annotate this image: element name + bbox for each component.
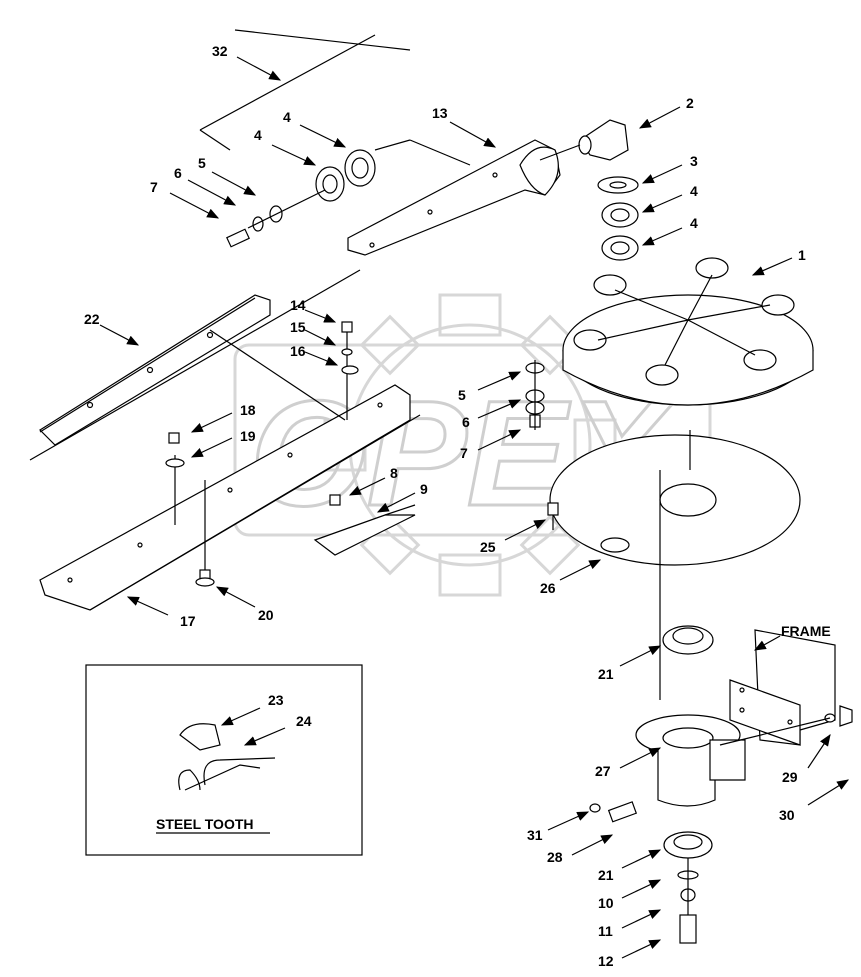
callout-22: 22: [84, 311, 100, 327]
callout-19: 19: [240, 428, 256, 444]
callout-31: 31: [527, 827, 543, 843]
callout-20: 20: [258, 607, 274, 623]
callout-leaders: [99, 56, 850, 959]
callout-7: 7: [460, 445, 468, 461]
callout-25: 25: [480, 539, 496, 555]
callout-labels: 32 13 2 4 4 5 6 7 3 4 4 1 22 14 15 16 5 …: [84, 43, 806, 969]
callout-30: 30: [779, 807, 795, 823]
callout-32: 32: [212, 43, 228, 59]
callout-15: 15: [290, 319, 306, 335]
callout-28: 28: [547, 849, 563, 865]
callout-27: 27: [595, 763, 611, 779]
callout-11: 11: [598, 923, 613, 939]
callout-6: 6: [174, 165, 182, 181]
callout-16: 16: [290, 343, 306, 359]
callout-12: 12: [598, 953, 614, 969]
inset-label: STEEL TOOTH: [156, 816, 254, 832]
frame-label: FRAME: [781, 623, 831, 639]
callout-3: 3: [690, 153, 698, 169]
upper-arm-assembly: [29, 29, 629, 461]
callout-9: 9: [420, 481, 428, 497]
callout-23: 23: [268, 692, 284, 708]
callout-17: 17: [180, 613, 196, 629]
lower-bar-assembly: [39, 321, 421, 611]
callout-13: 13: [432, 105, 448, 121]
callout-4: 4: [690, 183, 698, 199]
callout-4: 4: [690, 215, 698, 231]
callout-21: 21: [598, 867, 614, 883]
callout-14: 14: [290, 297, 306, 313]
callout-4: 4: [283, 109, 291, 125]
callout-24: 24: [296, 713, 312, 729]
callout-8: 8: [390, 465, 398, 481]
callout-4: 4: [254, 127, 262, 143]
callout-7: 7: [150, 179, 158, 195]
callout-26: 26: [540, 580, 556, 596]
callout-6: 6: [462, 414, 470, 430]
callout-1: 1: [798, 247, 806, 263]
hub-assembly: [525, 176, 853, 944]
callout-18: 18: [240, 402, 256, 418]
callout-10: 10: [598, 895, 614, 911]
callout-2: 2: [686, 95, 694, 111]
callout-5: 5: [458, 387, 466, 403]
steel-tooth-inset: STEEL TOOTH: [85, 664, 363, 856]
callout-29: 29: [782, 769, 798, 785]
callout-21: 21: [598, 666, 614, 682]
callout-5: 5: [198, 155, 206, 171]
